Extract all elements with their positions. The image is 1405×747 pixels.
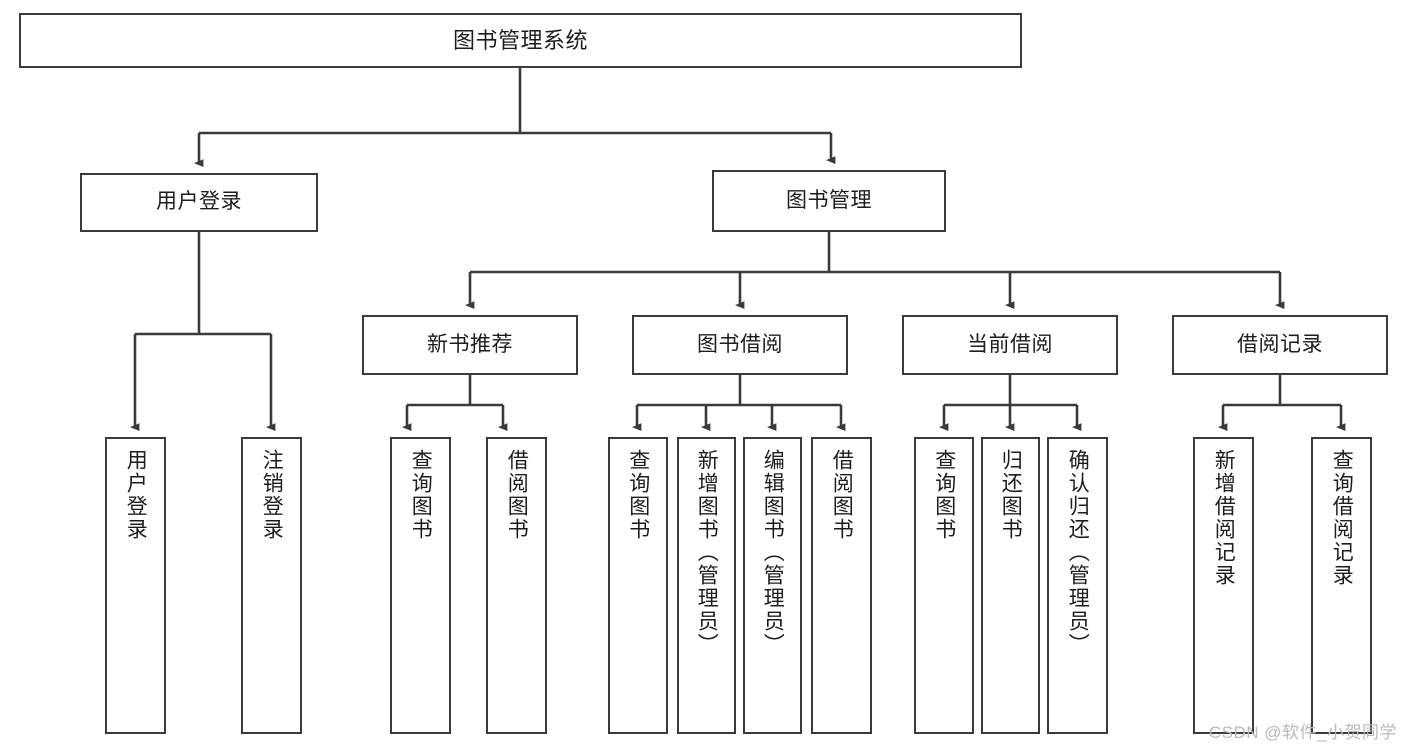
node-label: 归还图书 xyxy=(999,449,1023,541)
leaf-confirm-return-admin[interactable]: 确认归还（管理员） xyxy=(1047,437,1108,734)
node-book-management[interactable]: 图书管理 xyxy=(712,170,946,232)
node-label: 用户登录 xyxy=(156,190,242,214)
node-user-login[interactable]: 用户登录 xyxy=(80,173,318,232)
node-label: 图书借阅 xyxy=(697,332,783,356)
node-label: 查询图书 xyxy=(409,449,433,541)
node-label: 新书推荐 xyxy=(427,332,513,356)
leaf-borrow-book-new[interactable]: 借阅图书 xyxy=(486,437,547,734)
csdn-watermark: CSDN @软件_小贺同学 xyxy=(1208,723,1397,742)
node-current-borrow[interactable]: 当前借阅 xyxy=(902,315,1118,375)
node-label: 编辑图书（管理员） xyxy=(761,449,785,656)
node-label: 查询借阅记录 xyxy=(1330,449,1354,587)
node-label: 借阅记录 xyxy=(1237,332,1323,356)
node-label: 借阅图书 xyxy=(830,449,854,541)
node-label: 图书管理系统 xyxy=(452,27,588,53)
node-label: 新增借阅记录 xyxy=(1212,449,1236,587)
leaf-return-book[interactable]: 归还图书 xyxy=(981,437,1040,734)
leaf-query-book-borrow[interactable]: 查询图书 xyxy=(608,437,668,734)
node-label: 确认归还（管理员） xyxy=(1066,449,1090,656)
leaf-edit-book-admin[interactable]: 编辑图书（管理员） xyxy=(743,437,802,734)
leaf-user-logout[interactable]: 注销登录 xyxy=(241,437,302,734)
leaf-user-login[interactable]: 用户登录 xyxy=(105,437,166,734)
node-label: 新增图书（管理员） xyxy=(695,449,719,656)
node-book-borrow[interactable]: 图书借阅 xyxy=(632,315,848,375)
leaf-query-book-current[interactable]: 查询图书 xyxy=(914,437,974,734)
node-new-book-recommend[interactable]: 新书推荐 xyxy=(362,315,578,375)
node-label: 查询图书 xyxy=(626,449,650,541)
node-label: 查询图书 xyxy=(932,449,956,541)
leaf-query-borrow-record[interactable]: 查询借阅记录 xyxy=(1311,437,1372,734)
leaf-borrow-book[interactable]: 借阅图书 xyxy=(811,437,872,734)
node-root-system[interactable]: 图书管理系统 xyxy=(19,13,1022,68)
node-label: 图书管理 xyxy=(786,188,872,212)
leaf-add-book-admin[interactable]: 新增图书（管理员） xyxy=(677,437,736,734)
node-label: 注销登录 xyxy=(260,449,284,541)
node-borrow-record[interactable]: 借阅记录 xyxy=(1172,315,1388,375)
node-label: 用户登录 xyxy=(124,449,148,541)
node-label: 当前借阅 xyxy=(967,332,1053,356)
leaf-query-book-new[interactable]: 查询图书 xyxy=(390,437,451,734)
node-label: 借阅图书 xyxy=(505,449,529,541)
leaf-add-borrow-record[interactable]: 新增借阅记录 xyxy=(1193,437,1254,734)
